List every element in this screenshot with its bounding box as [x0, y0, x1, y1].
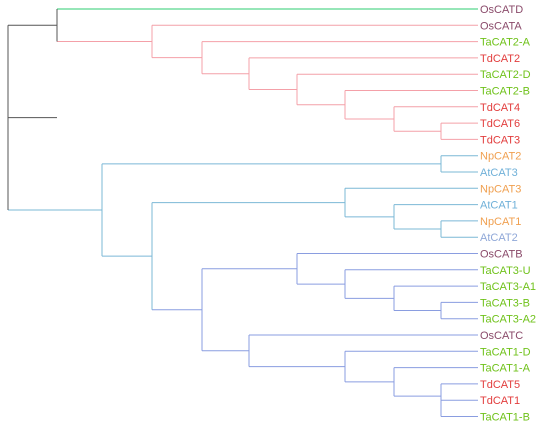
leaf-label-npcat2: NpCAT2 — [480, 151, 521, 163]
leaf-labels: OsCATD OsCATA TaCAT2-A TdCAT2 TaCAT2-D T… — [480, 4, 536, 422]
leaf-label-tacat1-b: TaCAT1-B — [480, 412, 530, 422]
leaf-label-tdcat1: TdCAT1 — [480, 395, 520, 407]
leaf-label-tacat3-u: TaCAT3-U — [480, 265, 531, 277]
leaf-label-tacat2-b: TaCAT2-B — [480, 86, 530, 98]
leaf-label-atcat3: AtCAT3 — [480, 167, 518, 179]
leaf-label-oscatc: OsCATC — [480, 330, 523, 342]
leaf-label-atcat1: AtCAT1 — [480, 200, 518, 212]
leaf-label-oscatd: OsCATD — [480, 4, 523, 16]
leaf-label-tdcat2: TdCAT2 — [480, 53, 520, 65]
leaf-label-npcat3: NpCAT3 — [480, 183, 521, 195]
leaf-label-tacat3-a1: TaCAT3-A1 — [480, 281, 536, 293]
leaf-label-tdcat4: TdCAT4 — [480, 102, 520, 114]
leaf-label-tacat3-a2: TaCAT3-A2 — [480, 314, 536, 326]
leaf-label-tdcat3: TdCAT3 — [480, 134, 520, 146]
leaf-label-tacat1-d: TaCAT1-D — [480, 346, 531, 358]
leaf-label-tacat3-b: TaCAT3-B — [480, 297, 530, 309]
leaf-label-tdcat5: TdCAT5 — [480, 379, 520, 391]
tree-branches — [7, 8, 478, 417]
leaf-label-tacat1-a: TaCAT1-A — [480, 363, 531, 375]
leaf-label-tacat2-d: TaCAT2-D — [480, 69, 531, 81]
leaf-label-tdcat6: TdCAT6 — [480, 118, 520, 130]
leaf-label-atcat2: AtCAT2 — [480, 232, 518, 244]
leaf-label-oscatb: OsCATB — [480, 249, 523, 261]
leaf-label-oscata: OsCATA — [480, 20, 522, 32]
leaf-label-tacat2-a: TaCAT2-A — [480, 37, 531, 49]
leaf-label-npcat1: NpCAT1 — [480, 216, 521, 228]
